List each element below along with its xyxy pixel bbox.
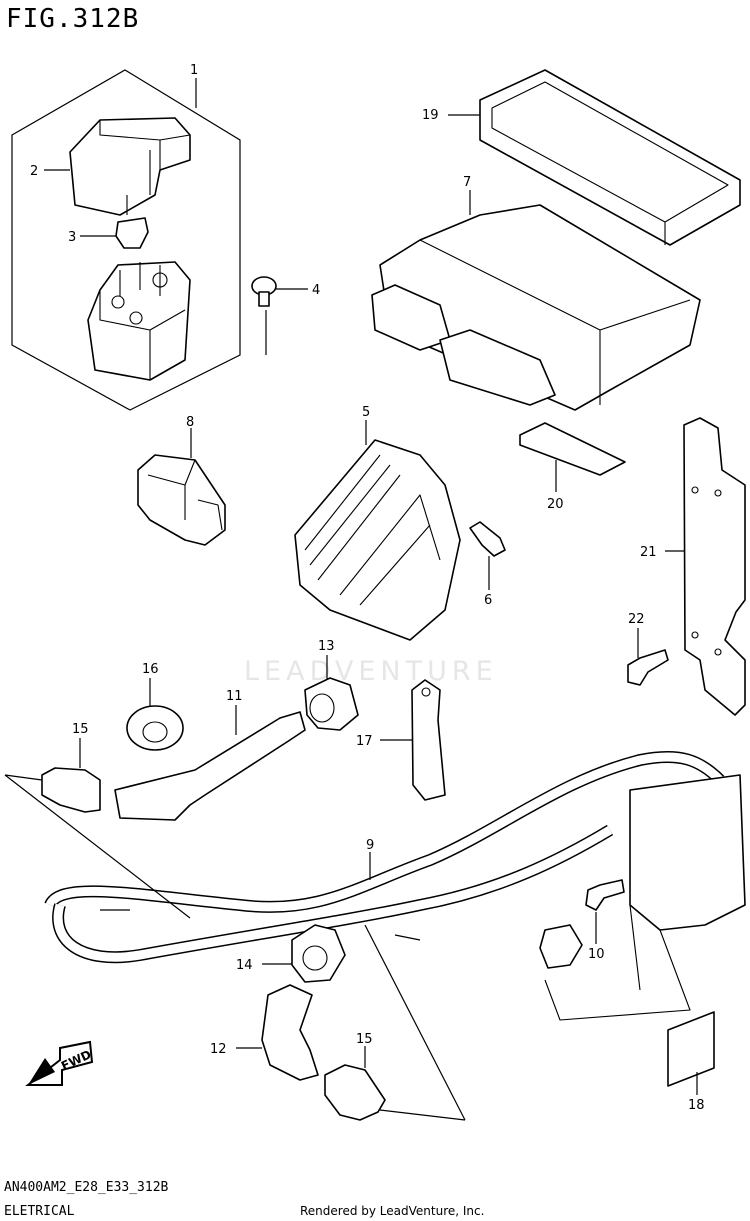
- part-9-harness[interactable]: [4, 751, 746, 1121]
- part-22-bolt[interactable]: [627, 628, 669, 686]
- part-1-relay[interactable]: [87, 261, 191, 381]
- callout-19: 19: [422, 108, 439, 123]
- callout-3: 3: [68, 230, 76, 245]
- callout-5: 5: [362, 405, 370, 420]
- callout-20: 20: [547, 497, 564, 512]
- callout-15-lower: 15: [356, 1032, 373, 1047]
- part-2-relay-cover[interactable]: [44, 117, 191, 216]
- callout-4: 4: [312, 283, 320, 298]
- diagram-code: AN400AM2_E28_E33_312B: [4, 1180, 169, 1195]
- part-5-regulator[interactable]: [294, 420, 461, 641]
- part-13-grommet[interactable]: [304, 655, 359, 731]
- callout-13: 13: [318, 639, 335, 654]
- section-title: ELETRICAL: [4, 1204, 75, 1219]
- part-8-connector[interactable]: [137, 428, 226, 546]
- part-14-grommet[interactable]: [262, 924, 346, 983]
- callout-9: 9: [366, 838, 374, 853]
- part-18-pad[interactable]: [667, 1011, 715, 1095]
- part-12-boot[interactable]: [236, 984, 319, 1081]
- part-21-bracket[interactable]: [665, 417, 746, 716]
- callout-labels: 1 2 3 4 5 6 7 8 9 10 11 12 13 14 15 16 1…: [30, 63, 705, 1113]
- callout-2: 2: [30, 164, 38, 179]
- callout-7: 7: [463, 175, 471, 190]
- part-7-ecu[interactable]: [371, 190, 701, 411]
- callout-18: 18: [688, 1098, 705, 1113]
- part-11-cable-boot[interactable]: [114, 705, 306, 821]
- callout-1: 1: [190, 63, 198, 78]
- part-19-ecu-cover[interactable]: [448, 69, 741, 246]
- part-15-boot-lower[interactable]: [324, 1046, 386, 1121]
- part-15-boot-upper[interactable]: [41, 738, 101, 813]
- callout-14: 14: [236, 958, 253, 973]
- figure-title: FIG.312B: [6, 4, 140, 34]
- part-17-strap[interactable]: [380, 679, 446, 801]
- callout-21: 21: [640, 545, 657, 560]
- callout-11: 11: [226, 689, 243, 704]
- part-group-1-outline: [11, 69, 241, 411]
- part-6-bolt[interactable]: [469, 521, 506, 590]
- part-10-screw[interactable]: [585, 879, 625, 944]
- callout-8: 8: [186, 415, 194, 430]
- part-3-fuse[interactable]: [80, 217, 149, 249]
- callout-22: 22: [628, 612, 645, 627]
- fwd-arrow-icon: FWD: [25, 1040, 93, 1086]
- part-4-screw[interactable]: [251, 276, 308, 355]
- callout-17: 17: [356, 734, 373, 749]
- callout-15-upper: 15: [72, 722, 89, 737]
- part-16-grommet[interactable]: [126, 678, 184, 751]
- rendered-by: Rendered by LeadVenture, Inc.: [300, 1204, 485, 1218]
- callout-16: 16: [142, 662, 159, 677]
- watermark: LEADVENTURE: [244, 656, 498, 687]
- callout-6: 6: [484, 593, 492, 608]
- callout-12: 12: [210, 1042, 227, 1057]
- callout-10: 10: [588, 947, 605, 962]
- part-20-pad[interactable]: [519, 422, 626, 492]
